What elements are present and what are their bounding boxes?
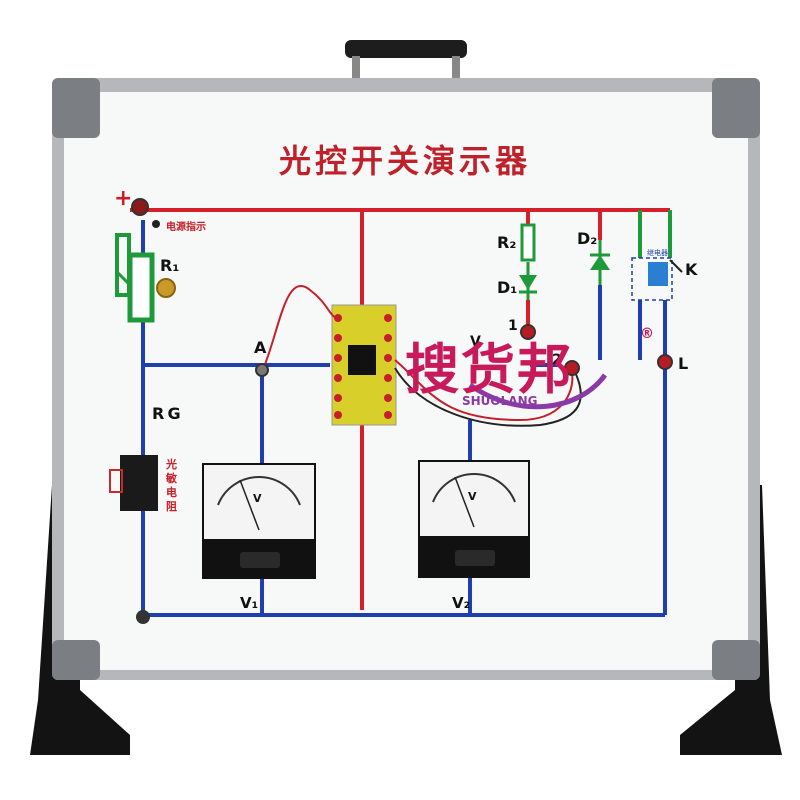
watermark-latin: SHUOLANG (462, 394, 538, 408)
label-v1: V₁ (240, 594, 259, 612)
diode-d1 (519, 262, 537, 300)
label-d2: D₂ (577, 229, 598, 248)
voltmeter-v1 (202, 463, 316, 579)
label-d1: D₁ (497, 278, 518, 297)
meter-left-unit: V (253, 492, 262, 505)
watermark-registered: ® (640, 326, 654, 342)
photoresistor-label: 光敏电阻 (166, 458, 177, 513)
board-frame (52, 78, 760, 680)
power-terminal (131, 198, 160, 228)
control-pcb (331, 304, 397, 426)
meter-right-unit: V (468, 490, 477, 503)
voltmeter-v2 (418, 460, 530, 578)
label-rg: R G (152, 404, 181, 423)
potentiometer-r1 (115, 233, 176, 323)
watermark-swoosh (468, 373, 608, 410)
label-v2: V₂ (452, 594, 471, 612)
label-a: A (254, 338, 267, 357)
diode-d2 (590, 240, 610, 285)
label-v-partial: V (470, 334, 481, 350)
jacks (255, 324, 673, 377)
label-l: L (678, 354, 689, 373)
watermark-brand: 搜货邦 (405, 338, 573, 401)
label-r2: R₂ (497, 233, 517, 252)
relay-label: 继电器 (647, 249, 668, 257)
label-node-2: 2 (552, 352, 562, 368)
green-wiring (638, 210, 672, 258)
label-r1: R₁ (160, 256, 180, 275)
power-plus-label: + (114, 186, 133, 211)
label-k: K (685, 260, 698, 279)
power-indicator-label: 电源指示 (166, 222, 206, 233)
test-leads (261, 285, 582, 427)
board-title: 光控开关演示器 (278, 142, 531, 180)
ground-terminal (136, 610, 150, 624)
photoresistor-rg (109, 455, 158, 511)
label-node-1: 1 (508, 318, 518, 334)
resistor-r2 (520, 223, 536, 262)
carry-handle (345, 40, 467, 80)
relay-k (631, 257, 683, 301)
